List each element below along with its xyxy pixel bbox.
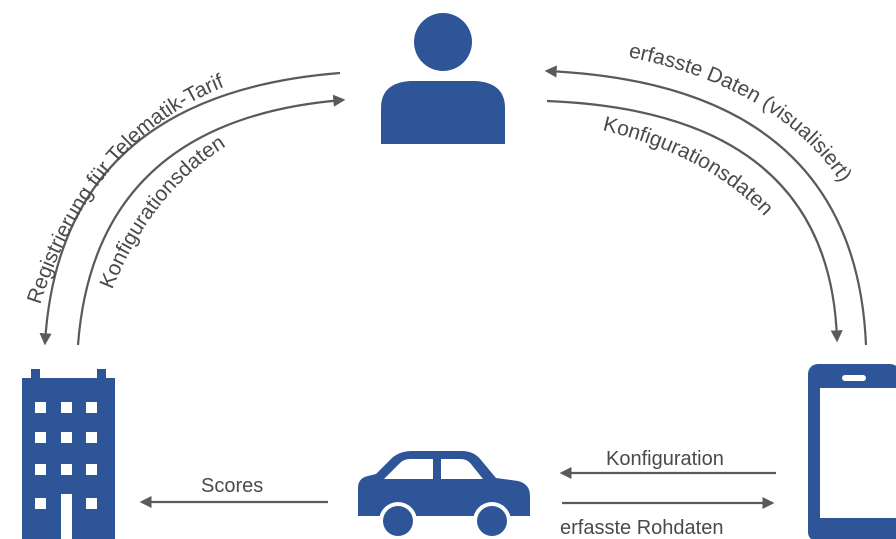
label-raw-data: erfasste Rohdaten bbox=[560, 517, 723, 539]
label-scores: Scores bbox=[201, 475, 263, 497]
person-icon bbox=[381, 13, 505, 144]
label-captured-visualized: erfasste Daten (visualisiert) bbox=[627, 39, 856, 186]
car-icon bbox=[358, 451, 530, 539]
arrow-config-left bbox=[76, 94, 346, 346]
arrow-captured-visualized bbox=[544, 65, 868, 346]
building-icon bbox=[22, 369, 115, 539]
arrow-registration bbox=[39, 71, 341, 346]
label-config-right: Konfigurationsdaten bbox=[601, 113, 778, 220]
arrow-config-right bbox=[546, 99, 843, 343]
smartphone-icon bbox=[808, 364, 896, 539]
label-configuration: Konfiguration bbox=[606, 448, 724, 470]
